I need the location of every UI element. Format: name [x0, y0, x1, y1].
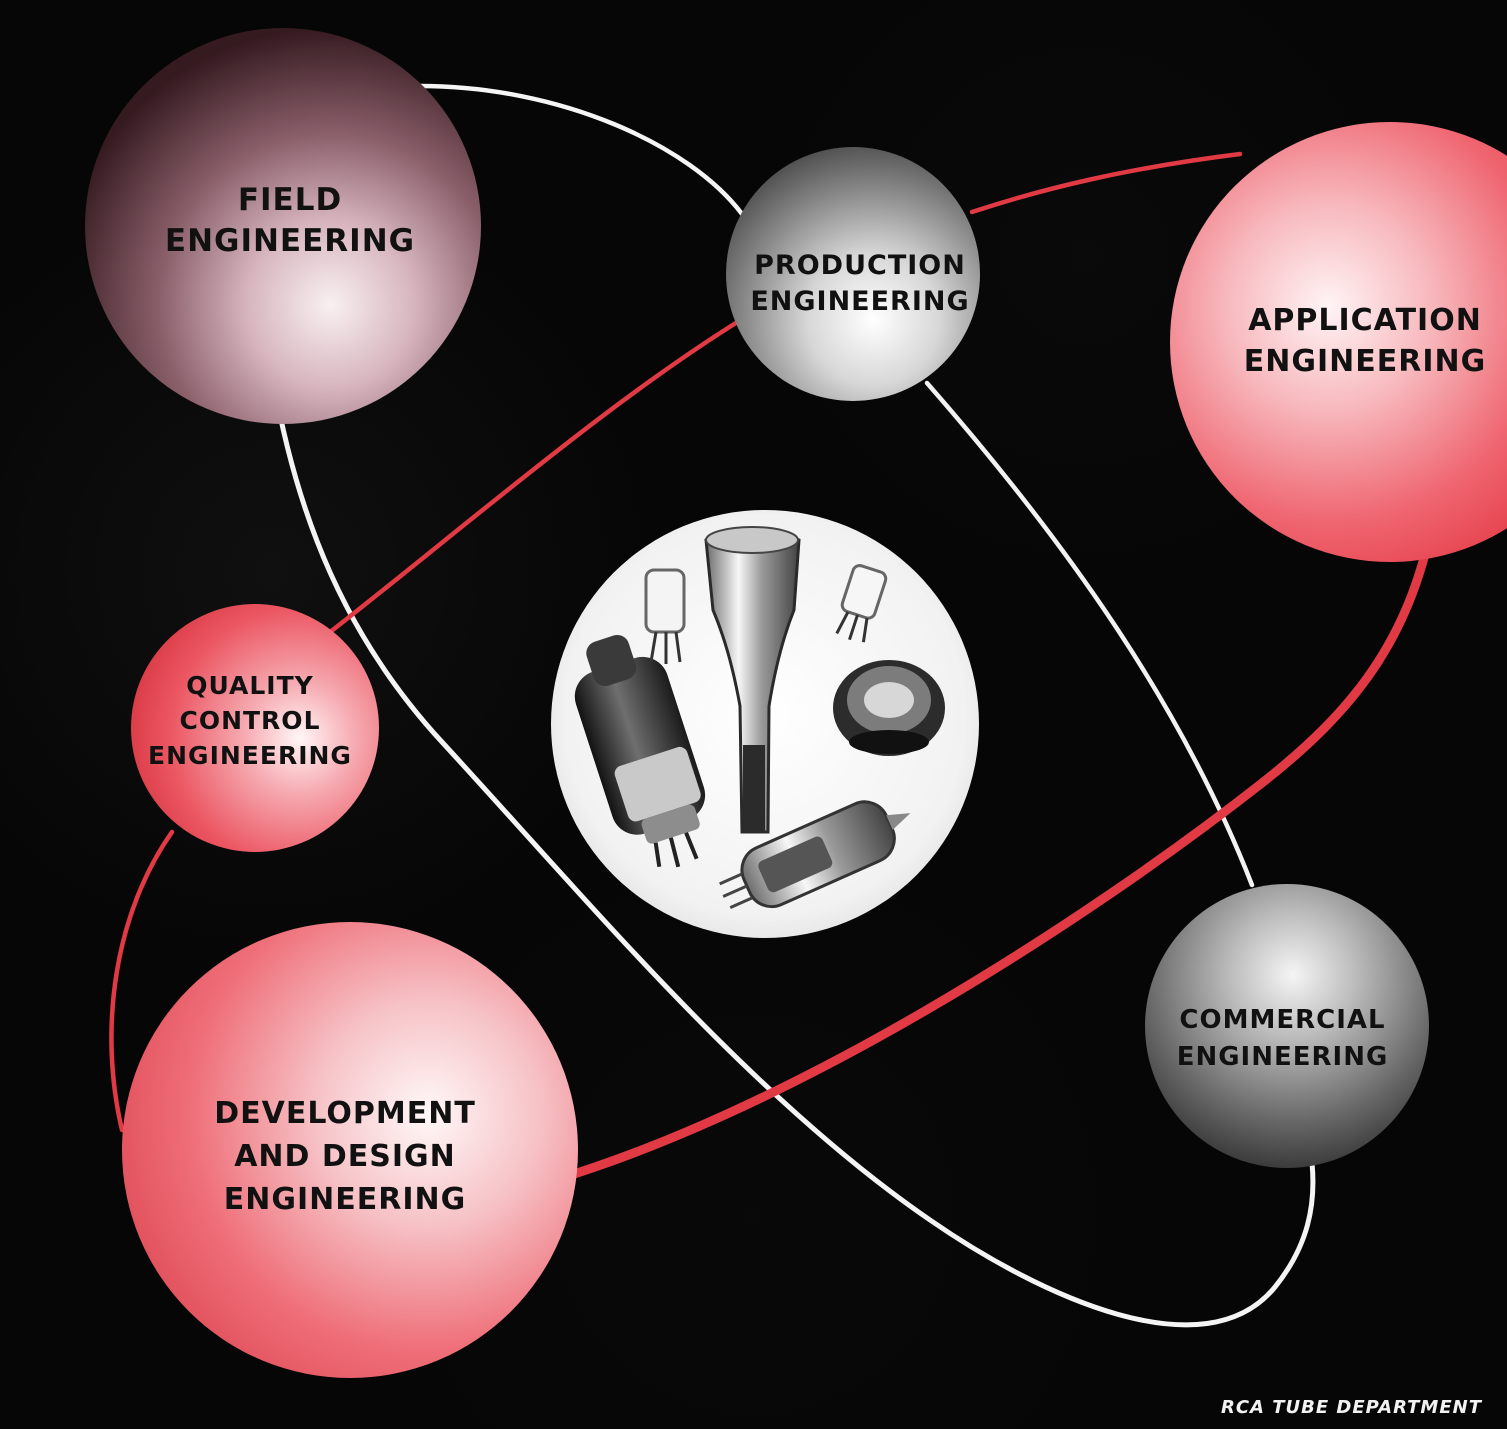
field-engineering-label: FIELD ENGINEERING [160, 180, 420, 262]
commercial-engineering-label: COMMERCIAL ENGINEERING [1160, 1002, 1405, 1076]
footer-credit: RCA TUBE DEPARTMENT [1212, 1397, 1482, 1418]
application-engineering-label: APPLICATION ENGINEERING [1235, 300, 1495, 382]
production-engineering-label: PRODUCTION ENGINEERING [735, 248, 985, 320]
quality-control-engineering-label: QUALITY CONTROL ENGINEERING [135, 668, 365, 773]
white-connection-production-commercial [927, 383, 1252, 885]
red-connection-production-application [972, 154, 1240, 212]
development-design-engineering-label: DEVELOPMENT AND DESIGN ENGINEERING [200, 1092, 490, 1221]
